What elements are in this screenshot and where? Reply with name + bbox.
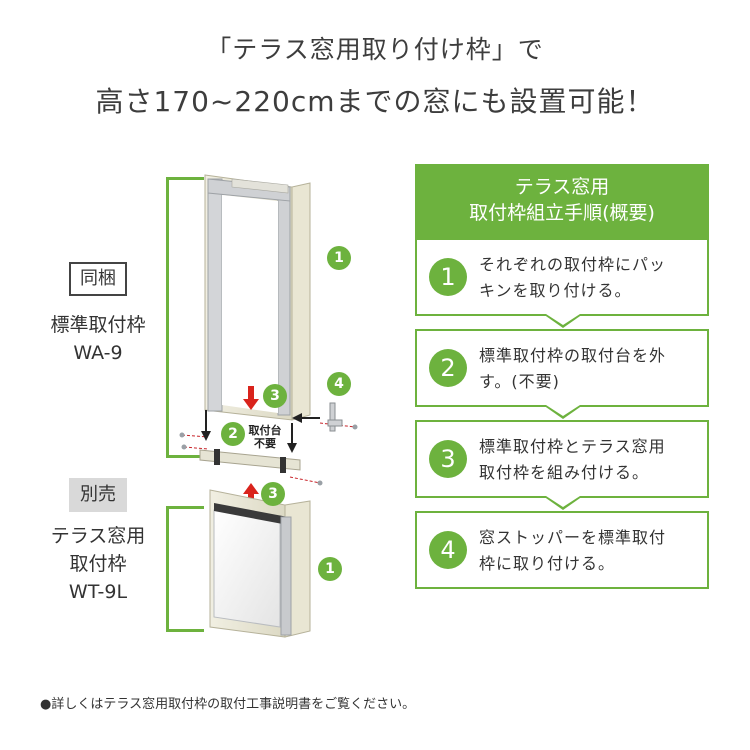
step-text-line2: 枠に取り付ける。 xyxy=(479,554,616,573)
step-2: 2 標準取付枠の取付台を外 す。(不要) xyxy=(415,329,709,407)
step-text-line2: す。(不要) xyxy=(479,372,560,391)
separate-model: WT-9L xyxy=(68,581,128,603)
step-number: 3 xyxy=(429,440,467,478)
step-text-line2: 取付枠を組み付ける。 xyxy=(479,463,650,482)
step-text-line2: キンを取り付ける。 xyxy=(479,281,632,300)
assembly-illustration xyxy=(179,174,358,638)
callout-1-top: 1 xyxy=(327,246,351,270)
headline-line1: 「テラス窓用取り付け枠」で xyxy=(206,35,544,64)
base-note-line2: 不要 xyxy=(254,437,276,450)
step-number: 2 xyxy=(429,349,467,387)
step-text-line1: それぞれの取付枠にパッ xyxy=(479,255,667,274)
separate-name-line2: 取付枠 xyxy=(69,553,127,575)
callout-2: 2 xyxy=(221,422,245,446)
step-text: それぞれの取付枠にパッ キンを取り付ける。 xyxy=(479,252,701,304)
window-stopper xyxy=(327,402,343,432)
included-bracket xyxy=(166,177,204,458)
step-number: 4 xyxy=(429,531,467,569)
included-model: WA-9 xyxy=(73,342,123,364)
included-tag: 同梱 xyxy=(69,262,127,296)
step-4: 4 窓ストッパーを標準取付 枠に取り付ける。 xyxy=(415,511,709,589)
headline-line2: 高さ170~220cmまでの窓にも設置可能！ xyxy=(95,85,655,118)
step-number: 1 xyxy=(429,258,467,296)
step-text: 窓ストッパーを標準取付 枠に取り付ける。 xyxy=(479,525,701,577)
separate-tag: 別売 xyxy=(69,478,127,512)
callout-1-bottom: 1 xyxy=(318,557,342,581)
step-text-line1: 窓ストッパーを標準取付 xyxy=(479,528,667,547)
step-text-line1: 標準取付枠の取付台を外 xyxy=(479,346,667,365)
mount-base xyxy=(199,449,301,473)
included-name: 標準取付枠 xyxy=(50,314,146,336)
step-text: 標準取付枠の取付台を外 す。(不要) xyxy=(479,343,701,395)
steps-header-line1: テラス窓用 xyxy=(514,176,610,198)
base-note-line1: 取付台 xyxy=(248,424,282,437)
footnote: ●詳しくはテラス窓用取付枠の取付工事説明書をご覧ください。 xyxy=(40,697,416,712)
step-1: 1 それぞれの取付枠にパッ キンを取り付ける。 xyxy=(415,238,709,316)
steps-header-line2: 取付枠組立手順(概要) xyxy=(469,202,655,224)
standard-frame xyxy=(204,174,311,421)
step-text-line1: 標準取付枠とテラス窓用 xyxy=(479,437,666,456)
steps-header: テラス窓用 取付枠組立手順(概要) xyxy=(415,164,709,238)
separate-name-line1: テラス窓用 xyxy=(50,525,146,547)
separate-bracket xyxy=(166,506,204,632)
callout-4: 4 xyxy=(327,372,351,396)
callout-3-bottom: 3 xyxy=(261,482,285,506)
terrace-frame xyxy=(209,489,311,638)
step-3: 3 標準取付枠とテラス窓用 取付枠を組み付ける。 xyxy=(415,420,709,498)
step-text: 標準取付枠とテラス窓用 取付枠を組み付ける。 xyxy=(479,434,701,486)
callout-3-top: 3 xyxy=(263,384,287,408)
